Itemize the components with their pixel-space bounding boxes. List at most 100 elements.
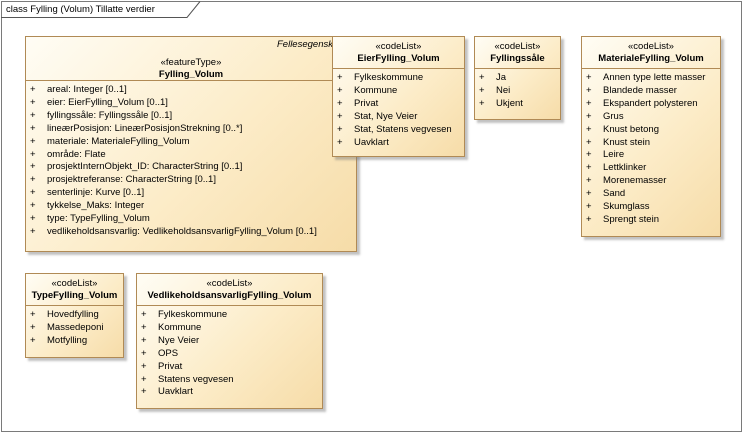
list-item: + Kommune bbox=[140, 322, 319, 335]
list-item-text: Ukjent bbox=[496, 97, 523, 109]
codelist-vedlikeholdsansvarlig-fylling-volum[interactable]: «codeList» VedlikeholdsansvarligFylling_… bbox=[136, 273, 323, 409]
list-item-text: Massedeponi bbox=[47, 321, 104, 333]
list-item: +område: Flate bbox=[29, 149, 353, 162]
codelist-type-fylling-volum[interactable]: «codeList» TypeFylling_Volum +Hovedfylli… bbox=[25, 273, 124, 358]
list-item: + Ukjent bbox=[478, 98, 557, 111]
value-list: + Annen type lette masser + Blandede masser… bbox=[582, 69, 720, 229]
visibility-marker: + bbox=[586, 110, 592, 122]
list-item-text: Ekspandert polysteren bbox=[603, 97, 698, 109]
list-item-text: areal: Integer [0..1] bbox=[47, 84, 127, 95]
value-list: +Hovedfylling+Massedeponi+Motfylling bbox=[26, 306, 123, 350]
list-item-text: Skumglass bbox=[603, 201, 650, 213]
list-item: + areal: Integer [0..1] bbox=[29, 84, 353, 97]
list-item: +prosjektInternObjekt_ID: CharacterStrin… bbox=[29, 161, 353, 174]
class-header: «codeList» TypeFylling_Volum bbox=[26, 274, 123, 306]
class-name: TypeFylling_Volum bbox=[31, 290, 118, 301]
codelist-eier-fylling-volum[interactable]: «codeList» EierFylling_Volum + Fylkeskomm… bbox=[332, 36, 465, 157]
visibility-marker: + bbox=[586, 84, 592, 96]
visibility-marker: + bbox=[586, 188, 592, 200]
visibility-marker: + bbox=[337, 72, 343, 83]
class-stereotype: «featureType» bbox=[160, 57, 222, 68]
list-item-text: Uavklart bbox=[354, 136, 389, 148]
list-item: + Privat bbox=[336, 98, 461, 111]
visibility-marker: + bbox=[586, 149, 592, 161]
list-item-text: Stat, Nye Veier bbox=[354, 110, 418, 122]
visibility-marker: + bbox=[141, 309, 147, 320]
list-item: + Stat, Statens vegvesen bbox=[336, 124, 461, 137]
list-item: +Morenemasser bbox=[585, 175, 717, 188]
class-header: «codeList» Fyllingssåle bbox=[475, 37, 560, 69]
visibility-marker: + bbox=[337, 123, 343, 135]
list-item-text: Fylkeskommune bbox=[158, 309, 228, 320]
class-stereotype: «codeList» bbox=[628, 41, 674, 52]
list-item: +fyllingssåle: Fyllingssåle [0..1] bbox=[29, 110, 353, 123]
list-item-text: Nye Veier bbox=[158, 334, 200, 346]
list-item: + Grus bbox=[585, 111, 717, 124]
visibility-marker: + bbox=[30, 213, 36, 225]
class-stereotype: «codeList» bbox=[375, 41, 422, 52]
codelist-materiale-fylling-volum[interactable]: «codeList» MaterialeFylling_Volum + Annen… bbox=[581, 36, 721, 237]
visibility-marker: + bbox=[141, 386, 147, 398]
visibility-marker: + bbox=[479, 72, 485, 83]
visibility-marker: + bbox=[337, 97, 343, 109]
visibility-marker: + bbox=[479, 97, 485, 109]
visibility-marker: + bbox=[30, 174, 36, 186]
list-item: +Privat bbox=[140, 361, 319, 374]
list-item-text: Blandede masser bbox=[603, 84, 677, 96]
list-item: +Motfylling bbox=[29, 335, 120, 348]
list-item-text: lineærPosisjon: LineærPosisjonStrekning … bbox=[47, 122, 243, 134]
class-fylling-volum[interactable]: Fellesegenskaper «featureType» Fylling_V… bbox=[25, 36, 357, 252]
list-item: +Knust stein bbox=[585, 137, 717, 150]
list-item-text: Knust stein bbox=[603, 136, 650, 148]
list-item: +Massedeponi bbox=[29, 322, 120, 335]
diagram-frame-tab: class Fylling (Volum) Tillatte verdier bbox=[1, 1, 201, 18]
list-item-text: vedlikeholdsansvarlig: Vedlikeholdsansva… bbox=[47, 225, 317, 237]
list-item: + type: TypeFylling_Volum bbox=[29, 213, 353, 226]
list-item-text: Sand bbox=[603, 188, 626, 200]
list-item: + vedlikeholdsansvarlig: Vedlikeholdsansv… bbox=[29, 226, 353, 239]
list-item-text: type: TypeFylling_Volum bbox=[47, 213, 150, 225]
list-item-text: Leire bbox=[603, 149, 625, 161]
visibility-marker: + bbox=[30, 200, 36, 212]
list-item: +prosjektreferanse: CharacterString [0..… bbox=[29, 174, 353, 187]
list-item: +tykkelse_Maks: Integer bbox=[29, 200, 353, 213]
list-item-text: Knust betong bbox=[603, 123, 659, 135]
visibility-marker: + bbox=[586, 123, 592, 135]
list-item-text: Morenemasser bbox=[603, 175, 667, 187]
list-item-text: område: Flate bbox=[47, 148, 106, 160]
class-name: EierFylling_Volum bbox=[357, 53, 440, 64]
list-item: +Sprengt stein bbox=[585, 214, 717, 227]
frame-tab-outline bbox=[1, 1, 201, 18]
list-item: +eier: EierFylling_Volum [0..1] bbox=[29, 97, 353, 110]
list-item: +Nei bbox=[478, 85, 557, 98]
list-item: +materiale: MaterialeFylling_Volum bbox=[29, 136, 353, 149]
class-stereotype: «codeList» bbox=[494, 41, 541, 52]
class-name: Fylling_Volum bbox=[158, 69, 224, 80]
list-item: +Uavklart bbox=[140, 386, 319, 399]
visibility-marker: + bbox=[30, 225, 36, 237]
visibility-marker: + bbox=[30, 122, 36, 134]
list-item: +OPS bbox=[140, 348, 319, 361]
visibility-marker: + bbox=[30, 334, 36, 346]
visibility-marker: + bbox=[337, 136, 343, 148]
list-item-text: Nei bbox=[496, 84, 511, 96]
list-item-text: OPS bbox=[158, 347, 179, 359]
visibility-marker: + bbox=[141, 321, 147, 333]
visibility-marker: + bbox=[30, 96, 36, 108]
list-item: +Stat, Nye Veier bbox=[336, 111, 461, 124]
list-item-text: Privat bbox=[354, 97, 379, 109]
list-item: + Knust betong bbox=[585, 124, 717, 137]
visibility-marker: + bbox=[30, 135, 36, 147]
list-item-text: Stat, Statens vegvesen bbox=[354, 123, 452, 135]
visibility-marker: + bbox=[30, 84, 36, 95]
list-item-text: Kommune bbox=[158, 321, 202, 333]
attribute-list: + areal: Integer [0..1] +eier: EierFylling… bbox=[26, 81, 356, 241]
class-name: MaterialeFylling_Volum bbox=[598, 53, 704, 64]
visibility-marker: + bbox=[141, 334, 147, 346]
codelist-fyllingssale[interactable]: «codeList» Fyllingssåle +Ja+Nei+Ukjent bbox=[474, 36, 561, 120]
list-item-text: Fylkeskommune bbox=[354, 72, 424, 83]
list-item-text: Grus bbox=[603, 110, 624, 122]
list-item: + Leire bbox=[585, 149, 717, 162]
list-item-text: Annen type lette masser bbox=[603, 72, 706, 83]
